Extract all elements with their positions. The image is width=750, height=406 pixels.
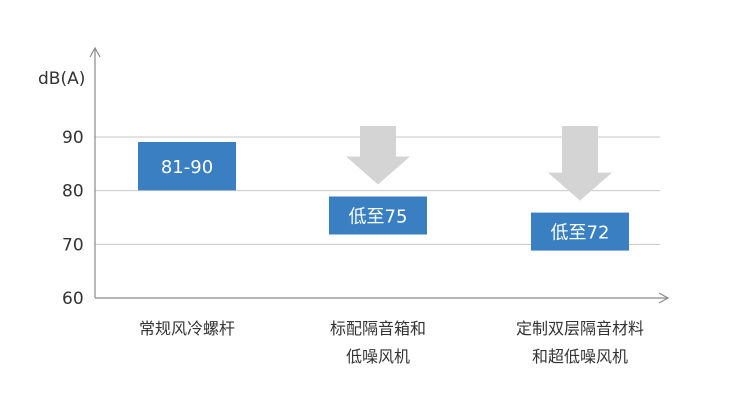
category-label-2: 标配隔音箱和低噪风机 (330, 319, 426, 366)
y-axis-arrowhead (89, 46, 101, 58)
y-tick-label-60: 60 (62, 289, 84, 309)
x-axis-arrowhead (658, 292, 670, 304)
range-box-label: 81-90 (161, 157, 213, 178)
value-box-label: 低至75 (349, 207, 408, 228)
range-box (138, 142, 236, 191)
value-box (329, 196, 427, 235)
category-label-3: 定制双层隔音材料和超低噪风机 (516, 319, 644, 366)
y-axis-unit-label: dB(A) (38, 69, 85, 89)
y-tick-labels: 60 70 80 90 (62, 128, 84, 309)
y-tick-label-70: 70 (62, 235, 84, 255)
down-arrow (346, 126, 410, 185)
value-box-label: 低至72 (551, 223, 610, 244)
y-tick-label-90: 90 (62, 128, 84, 148)
data-mark-2: 低至75 (329, 126, 427, 235)
axes: dB(A) (38, 46, 670, 304)
category-labels: 常规风冷螺杆 标配隔音箱和低噪风机 定制双层隔音材料和超低噪风机 (139, 319, 644, 366)
data-mark-3: 低至72 (531, 126, 629, 251)
down-arrow (548, 126, 612, 201)
category-label-1: 常规风冷螺杆 (139, 319, 235, 338)
data-marks: 81-90 低至75 低至72 (138, 126, 629, 251)
data-mark-1: 81-90 (138, 142, 236, 191)
y-tick-label-80: 80 (62, 182, 84, 202)
value-box (531, 212, 629, 251)
